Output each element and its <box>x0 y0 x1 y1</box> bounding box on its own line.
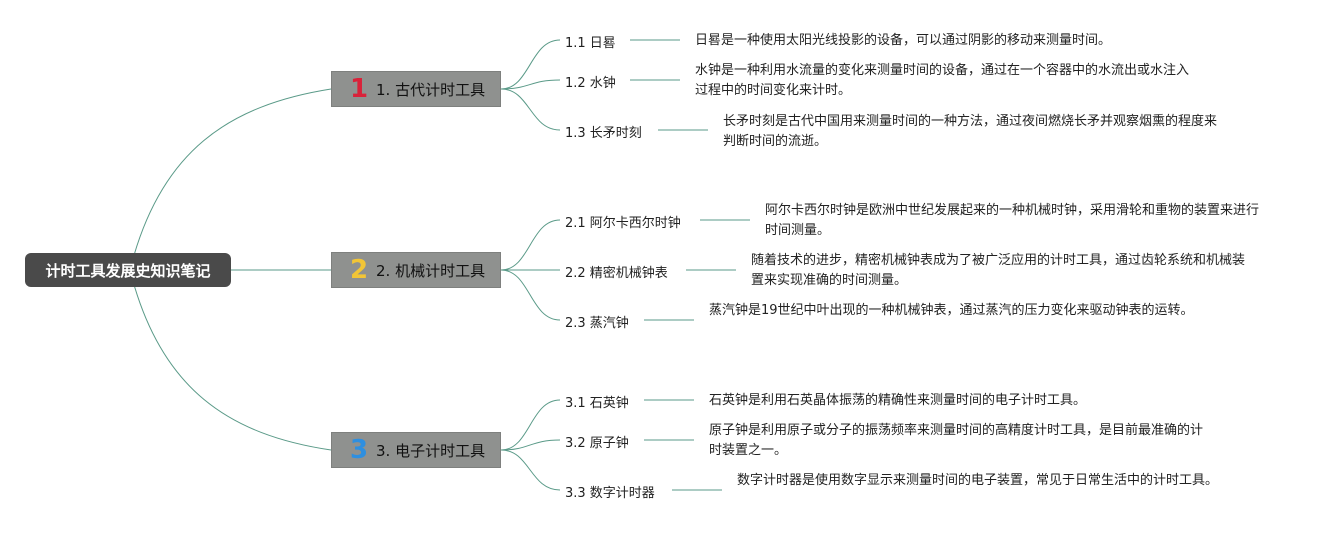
leaf-description-1-3: 长矛时刻是古代中国用来测量时间的一种方法，通过夜间燃烧长矛并观察烟熏的程度来判断… <box>723 114 1218 149</box>
link-b1-l2 <box>500 79 561 90</box>
leaf-description-3-3: 数字计时器是使用数字显示来测量时间的电子装置，常见于日常生活中的计时工具。 <box>737 473 1219 488</box>
leaf-description-3-1: 石英钟是利用石英晶体振荡的精确性来测量时间的电子计时工具。 <box>709 393 1087 408</box>
leaf-description-2-1: 阿尔卡西尔时钟是欧洲中世纪发展起来的一种机械时钟，采用滑轮和重物的装置来进行时间… <box>765 203 1260 238</box>
leaf-description-1-1: 日晷是一种使用太阳光线投影的设备，可以通过阴影的移动来测量时间。 <box>695 33 1112 48</box>
link-b2-l1 <box>500 219 561 271</box>
branch-node-3[interactable]: 3 3. 电子计时工具 <box>331 432 501 468</box>
link-root-branch-1 <box>129 88 332 271</box>
link-root-branch-3 <box>129 269 332 451</box>
leaf-node-2-1[interactable]: 2.1 阿尔卡西尔时钟 <box>565 216 681 231</box>
leaf-node-3-2[interactable]: 3.2 原子钟 <box>565 436 629 451</box>
branch-label: 3. 电子计时工具 <box>376 441 486 460</box>
branch-label: 1. 古代计时工具 <box>376 80 486 99</box>
number-three-icon: 3 <box>349 435 369 465</box>
branch-label: 2. 机械计时工具 <box>376 261 486 280</box>
number-two-icon: 2 <box>349 255 369 285</box>
leaf-node-1-1[interactable]: 1.1 日晷 <box>565 36 616 51</box>
branch-node-2[interactable]: 2 2. 机械计时工具 <box>331 252 501 288</box>
branch-node-1[interactable]: 1 1. 古代计时工具 <box>331 71 501 107</box>
leaf-node-3-1[interactable]: 3.1 石英钟 <box>565 396 629 411</box>
link-b2-l3 <box>500 269 561 321</box>
number-one-icon: 1 <box>349 74 369 104</box>
link-b1-l1 <box>500 39 561 90</box>
leaf-node-2-2[interactable]: 2.2 精密机械钟表 <box>565 266 668 281</box>
leaf-node-1-2[interactable]: 1.2 水钟 <box>565 76 616 91</box>
leaf-description-2-2: 随着技术的进步，精密机械钟表成为了被广泛应用的计时工具，通过齿轮系统和机械装置来… <box>751 253 1246 288</box>
leaf-description-3-2: 原子钟是利用原子或分子的振荡频率来测量时间的高精度计时工具，是目前最准确的计时装… <box>709 423 1204 458</box>
leaf-node-3-3[interactable]: 3.3 数字计时器 <box>565 486 655 501</box>
leaf-node-1-3[interactable]: 1.3 长矛时刻 <box>565 126 642 141</box>
root-node[interactable]: 计时工具发展史知识笔记 <box>25 253 231 287</box>
leaf-description-1-2: 水钟是一种利用水流量的变化来测量时间的设备，通过在一个容器中的水流出或水注入过程… <box>695 63 1190 98</box>
leaf-node-2-3[interactable]: 2.3 蒸汽钟 <box>565 316 629 331</box>
link-b3-l3 <box>500 449 561 491</box>
link-b3-l2 <box>500 439 561 451</box>
link-b3-l1 <box>500 399 561 451</box>
leaf-description-2-3: 蒸汽钟是19世纪中叶出现的一种机械钟表，通过蒸汽的压力变化来驱动钟表的运转。 <box>709 303 1194 318</box>
link-b1-l3 <box>500 88 561 131</box>
